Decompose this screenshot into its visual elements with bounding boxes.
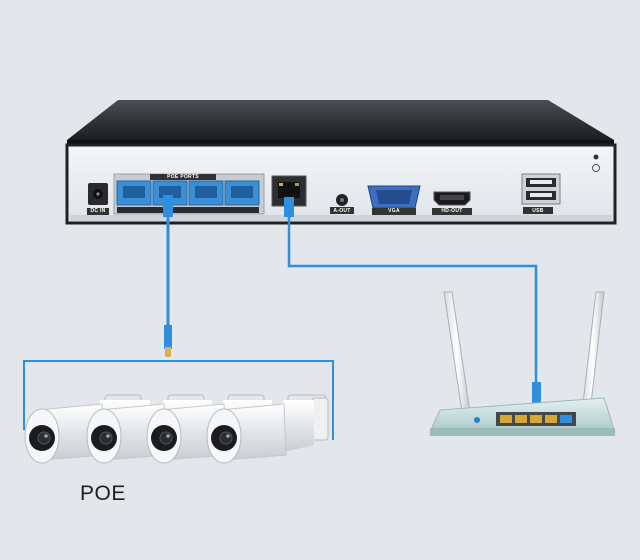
reset-button — [592, 164, 600, 172]
poe-port-1 — [116, 180, 152, 206]
poe-port-4 — [224, 180, 260, 206]
poe-ports-label: POE PORTS — [167, 174, 199, 180]
dc-in-label: DC IN — [90, 208, 106, 214]
camera-bus-line — [23, 360, 334, 440]
nvr-recorder — [65, 100, 617, 225]
audio-out-label: A-OUT — [333, 208, 351, 214]
audio-out-port — [330, 194, 354, 214]
wifi-router — [429, 291, 616, 436]
router-antenna-left — [443, 291, 471, 413]
vga-label: VGA — [388, 208, 400, 214]
usb-ports — [521, 173, 561, 214]
vga-port — [367, 185, 421, 215]
router-antenna-right — [581, 291, 605, 413]
router-power-led — [474, 417, 480, 423]
bullet-camera-4 — [206, 394, 329, 464]
camera-group — [24, 394, 329, 464]
hdmi-label: HD-OUT — [441, 208, 463, 214]
poe-ports-block — [113, 173, 265, 215]
lan-cable — [284, 197, 541, 404]
power-led — [593, 154, 599, 160]
nvr-top-cover — [67, 100, 614, 140]
usb-label: USB — [532, 208, 544, 214]
poe-cameras-caption: POE — [80, 482, 126, 505]
poe-cable — [163, 195, 173, 357]
hdmi-port — [432, 191, 472, 215]
poe-port-3 — [188, 180, 224, 206]
dc-in-port — [87, 183, 109, 215]
